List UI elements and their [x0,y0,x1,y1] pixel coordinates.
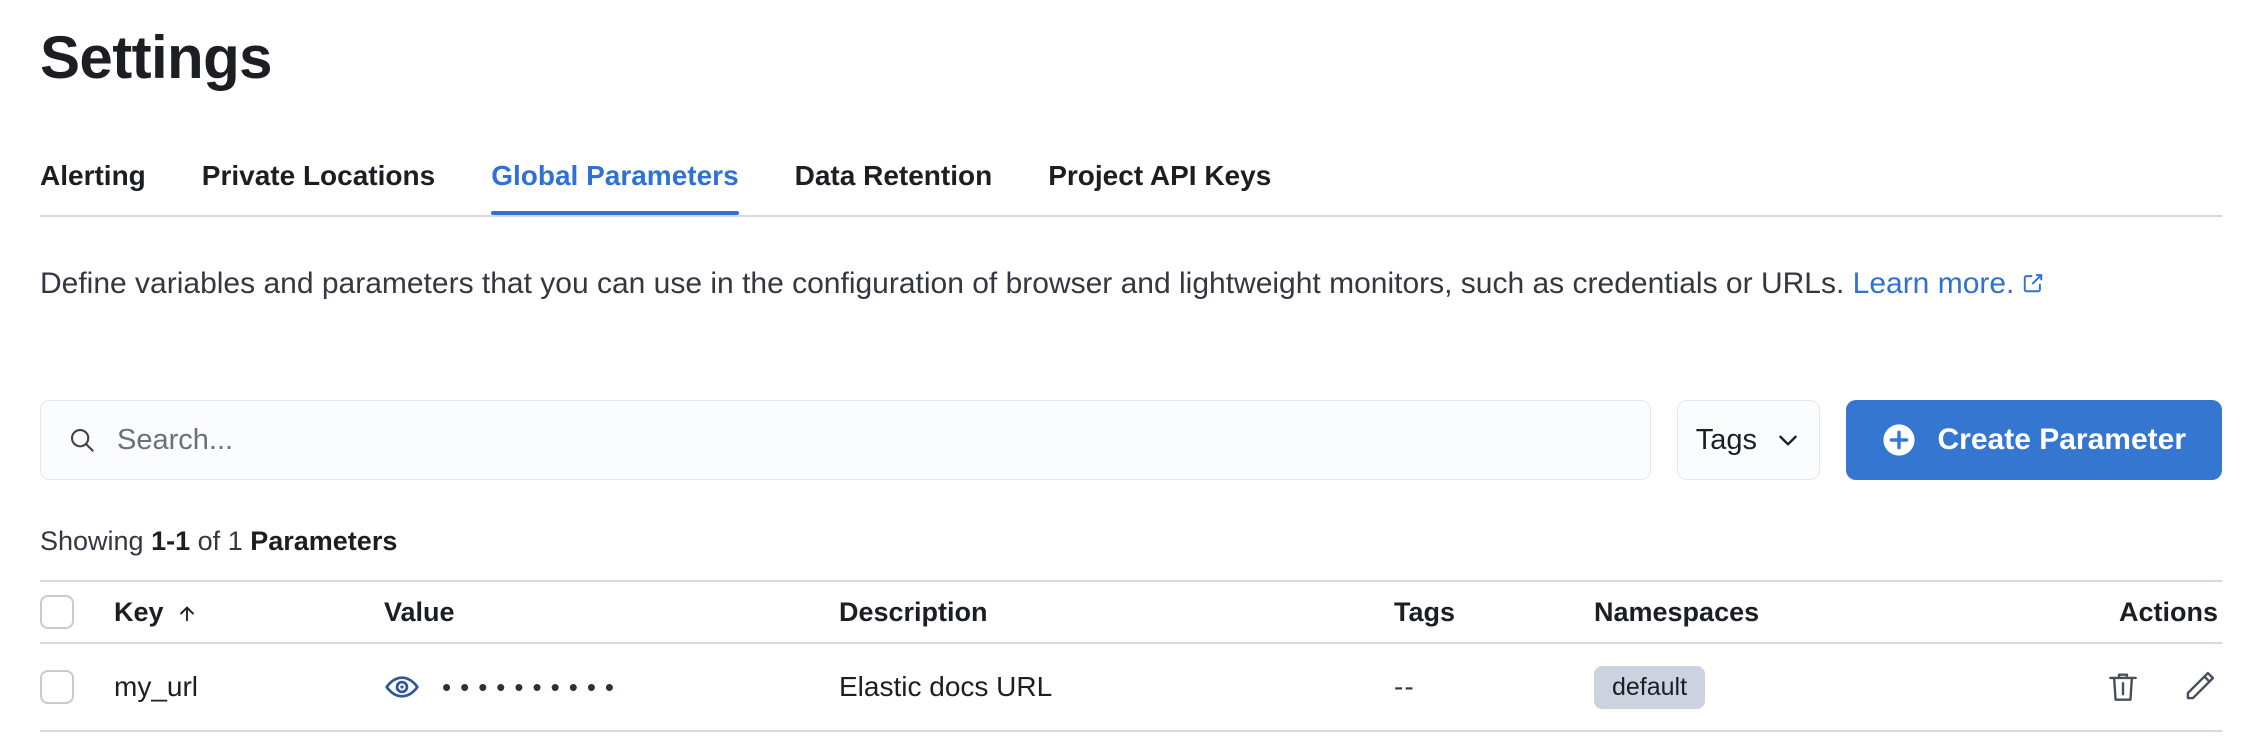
search-icon [67,425,97,455]
external-link-icon [2022,261,2044,293]
column-header-value-label: Value [384,596,455,627]
controls-row: Tags Create Parameter [40,400,2222,480]
cell-key: my_url [114,671,384,703]
showing-of: of [197,526,221,556]
showing-total: 1 [227,526,243,556]
table-header-row: Key Value Description Tags Namespaces Ac… [40,582,2222,644]
column-header-tags: Tags [1394,597,1594,628]
column-header-actions: Actions [2014,597,2222,628]
chevron-down-icon [1775,427,1801,453]
row-checkbox[interactable] [40,670,74,704]
plus-circle-icon [1882,423,1916,457]
cell-description: Elastic docs URL [839,671,1394,703]
cell-description-value: Elastic docs URL [839,671,1053,702]
showing-entity: Parameters [250,526,398,556]
cell-tags: -- [1394,671,1594,703]
namespace-badge: default [1594,665,1706,709]
column-header-value: Value [384,597,839,628]
column-header-key[interactable]: Key [114,597,384,628]
learn-more-label: Learn more. [1852,267,2015,300]
select-all-checkbox[interactable] [40,595,74,629]
cell-value: •••••••••• [384,669,839,705]
showing-range: 1-1 [151,526,191,556]
column-header-namespaces: Namespaces [1594,597,2014,628]
page-title: Settings [40,24,272,91]
column-header-key-label: Key [114,596,164,627]
results-count: Showing 1-1 of 1 Parameters [40,525,397,557]
create-parameter-label: Create Parameter [1937,423,2186,456]
row-select-cell [40,670,114,704]
cell-key-value: my_url [114,671,199,702]
table-row: my_url •••••••••• Elastic docs URL -- de… [40,644,2222,732]
column-header-description-label: Description [839,596,988,627]
description-text: Define variables and parameters that you… [40,260,2170,308]
learn-more-link[interactable]: Learn more. [1853,267,2045,300]
header-select-all-cell [40,595,114,629]
search-input[interactable] [117,423,1625,457]
cell-value-masked: •••••••••• [442,672,624,702]
cell-tags-value: -- [1394,671,1415,702]
cell-actions [2014,668,2222,706]
search-field[interactable] [40,400,1652,480]
pencil-icon[interactable] [2180,668,2218,706]
cell-namespaces: default [1594,665,2014,709]
column-header-actions-label: Actions [2118,596,2218,627]
trash-icon[interactable] [2104,668,2142,706]
tags-filter-button[interactable]: Tags [1677,400,1820,480]
eye-icon[interactable] [384,669,420,705]
column-header-namespaces-label: Namespaces [1594,596,1760,627]
settings-tabs: Alerting Private Locations Global Parame… [40,155,2222,217]
tab-data-retention[interactable]: Data Retention [794,160,993,191]
description-body: Define variables and parameters that you… [40,267,1845,300]
tab-global-parameters[interactable]: Global Parameters [491,155,740,215]
tags-filter-label: Tags [1695,423,1758,456]
tab-private-locations[interactable]: Private Locations [201,160,436,191]
tab-alerting[interactable]: Alerting [40,160,146,191]
showing-prefix: Showing [40,526,144,556]
column-header-tags-label: Tags [1394,596,1456,627]
tab-project-api-keys[interactable]: Project API Keys [1048,160,1272,191]
arrow-up-icon [176,601,198,623]
parameters-table: Key Value Description Tags Namespaces Ac… [40,580,2222,732]
column-header-description: Description [839,597,1394,628]
create-parameter-button[interactable]: Create Parameter [1845,400,2222,480]
